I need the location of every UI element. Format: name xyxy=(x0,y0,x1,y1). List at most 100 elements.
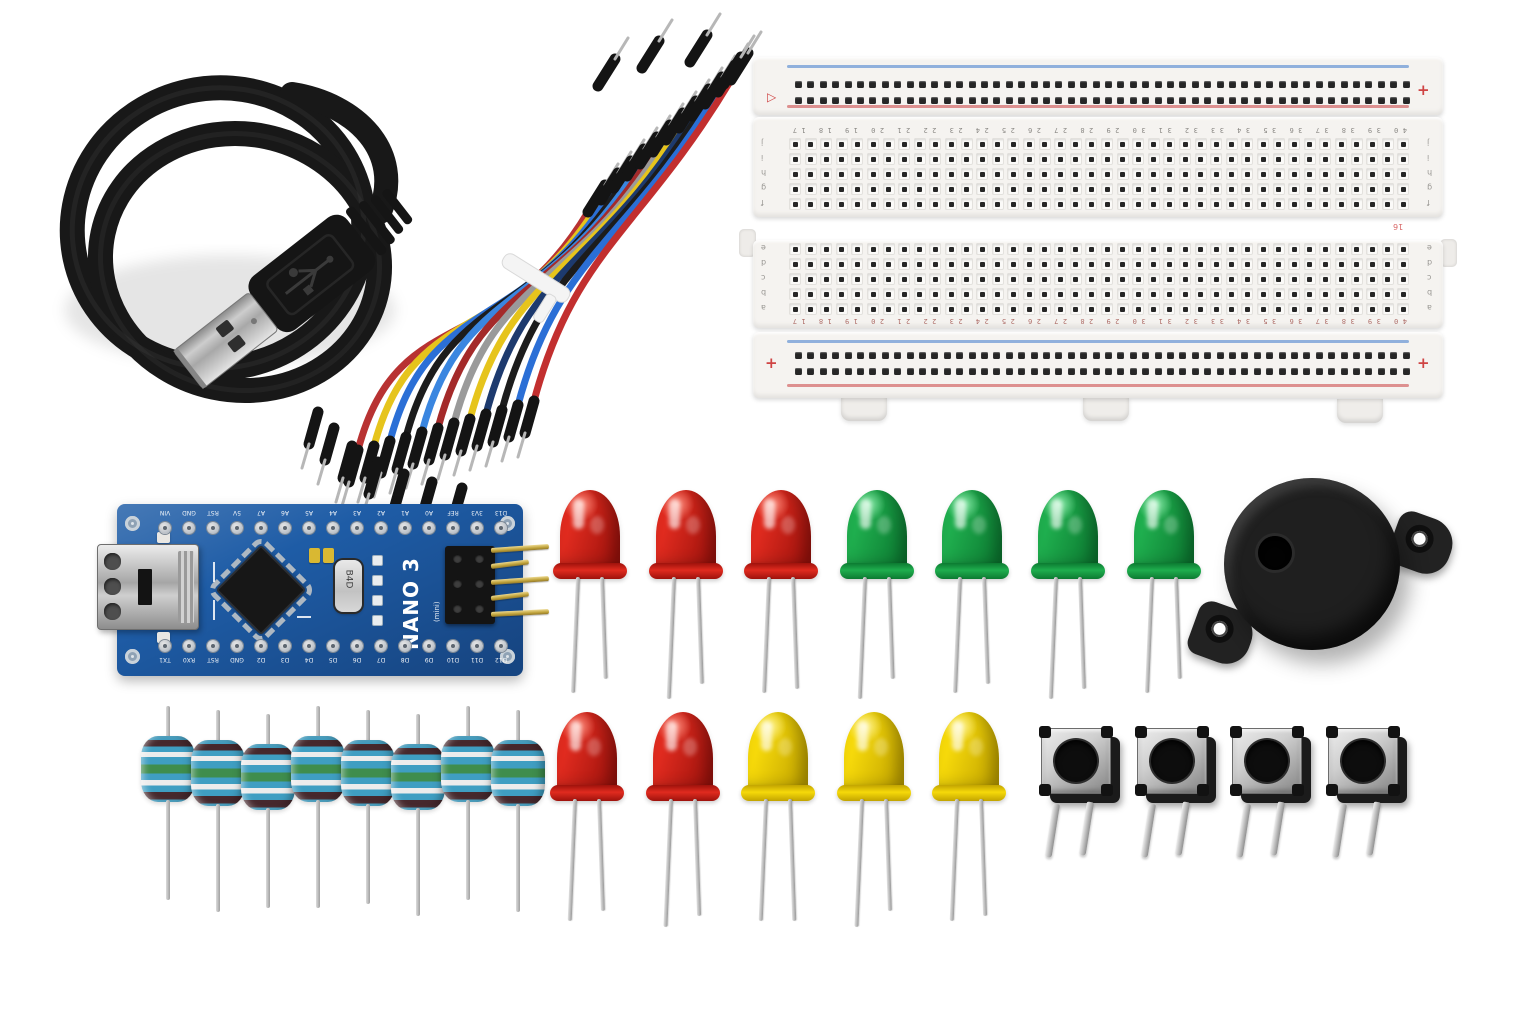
breadboard-rail-hole xyxy=(795,352,802,359)
breadboard-hole xyxy=(789,138,801,150)
resistor-body xyxy=(391,744,445,810)
breadboard-rail-hole xyxy=(1167,368,1174,375)
breadboard-hole xyxy=(1101,183,1113,195)
led-highlight xyxy=(570,721,581,751)
breadboard-rail-hole xyxy=(1303,81,1311,88)
breadboard-hole xyxy=(867,273,879,285)
breadboard-rail-hole xyxy=(1315,368,1323,375)
row-label: c xyxy=(761,273,766,282)
breadboard-hole xyxy=(1210,303,1223,315)
breadboard-hole xyxy=(1054,168,1067,180)
breadboard-rail-hole xyxy=(919,81,926,88)
breadboard-hole xyxy=(1210,273,1223,285)
led-green xyxy=(935,490,1010,693)
pin-label: A3 xyxy=(353,509,361,516)
pin-pad xyxy=(279,522,291,534)
breadboard-hole xyxy=(1085,168,1098,180)
mounting-hole xyxy=(500,649,515,664)
breadboard-hole xyxy=(882,288,895,300)
button-plunger xyxy=(1342,740,1385,782)
breadboard-hole xyxy=(1147,183,1160,195)
breadboard-rail-hole xyxy=(919,352,926,359)
breadboard-hole xyxy=(804,168,817,180)
breadboard-rail-hole xyxy=(1340,352,1348,359)
breadboard-hole xyxy=(976,273,989,285)
breadboard-hole xyxy=(1085,288,1098,300)
breadboard-hole xyxy=(1241,288,1254,300)
led-flange xyxy=(836,785,911,801)
pin-label: A7 xyxy=(257,509,265,516)
breadboard-hole xyxy=(1007,183,1020,195)
row-label: h xyxy=(761,168,767,177)
row-label: a xyxy=(761,303,766,312)
breadboard-rail-hole xyxy=(881,97,889,104)
breadboard-hole xyxy=(898,288,911,300)
breadboard-rail-hole xyxy=(943,97,951,104)
breadboard-rail-hole xyxy=(1377,81,1385,88)
breadboard-hole xyxy=(1038,273,1051,285)
header-pin xyxy=(490,575,550,585)
breadboard-hole xyxy=(898,273,911,285)
mini-silkscreen-label: (mini) xyxy=(433,601,441,622)
breadboard-hole xyxy=(1038,243,1051,255)
breadboard-hole xyxy=(1350,303,1363,315)
led-dome xyxy=(939,712,999,792)
breadboard-foot xyxy=(841,397,887,421)
breadboard-hole xyxy=(1023,168,1035,180)
breadboard-hole xyxy=(976,183,989,195)
row-label: d xyxy=(1427,258,1433,267)
breadboard-hole xyxy=(820,258,833,270)
breadboard-hole xyxy=(1225,138,1238,150)
breadboard-hole xyxy=(804,243,817,255)
button-corner-post xyxy=(1101,726,1113,738)
breadboard-rail-hole xyxy=(819,81,827,88)
breadboard-hole xyxy=(1116,168,1129,180)
led-leg xyxy=(1048,576,1058,699)
button-metal-face xyxy=(1039,726,1113,796)
breadboard-rail-hole xyxy=(1278,97,1286,104)
breadboard-hole xyxy=(1225,183,1238,195)
breadboard-hole xyxy=(991,243,1004,255)
usb-plastic-post xyxy=(157,632,170,643)
breadboard-rail-hole xyxy=(1179,368,1187,375)
button-corner-post xyxy=(1230,726,1243,738)
resistor-body xyxy=(291,736,345,802)
breadboard-hole xyxy=(1335,168,1347,180)
breadboard-hole xyxy=(1132,153,1145,165)
breadboard-rail-hole xyxy=(956,97,964,104)
led-yellow xyxy=(932,712,1006,921)
breadboard-rail-hole xyxy=(1043,368,1050,375)
breadboard-hole xyxy=(1007,288,1020,300)
pin-pad xyxy=(447,640,459,652)
led-highlight xyxy=(859,499,871,529)
pin-label: RX0 xyxy=(182,656,196,663)
cable-tie-tail xyxy=(533,293,557,323)
breadboard-hole xyxy=(1101,243,1113,255)
coil-loop-2 xyxy=(87,120,393,404)
breadboard-hole xyxy=(1397,198,1410,210)
led-highlight xyxy=(972,516,987,534)
breadboard-rail-hole xyxy=(1253,97,1261,104)
breadboard-hole xyxy=(1194,258,1207,270)
breadboard-hole xyxy=(835,303,848,315)
breadboard-hole xyxy=(976,138,989,150)
breadboard-hole xyxy=(913,138,926,150)
breadboard-hole xyxy=(898,138,911,150)
breadboard-hole xyxy=(1319,258,1332,270)
resistor-body xyxy=(241,744,295,810)
led-highlight xyxy=(1068,516,1082,534)
breadboard-hole xyxy=(1225,153,1238,165)
breadboard-hole xyxy=(945,168,957,180)
breadboard-hole xyxy=(1085,303,1098,315)
breadboard-hole xyxy=(1241,303,1254,315)
breadboard-hole xyxy=(851,258,864,270)
breadboard-rail-hole xyxy=(1229,368,1236,375)
usb-slot xyxy=(104,603,121,620)
button-leg xyxy=(1044,803,1060,858)
breadboard-rail-hole xyxy=(1092,352,1100,359)
breadboard-hole xyxy=(913,183,926,195)
breadboard-hole xyxy=(882,258,895,270)
breadboard-hole xyxy=(898,198,911,210)
breadboard-rail-hole xyxy=(931,352,939,359)
breadboard-rail-hole xyxy=(1353,97,1360,104)
